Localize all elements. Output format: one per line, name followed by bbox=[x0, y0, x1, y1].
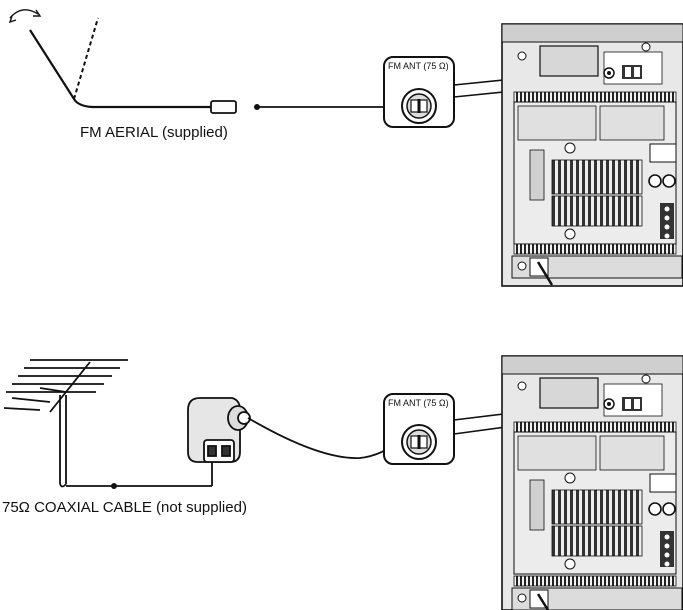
fm-ant-socket-callout bbox=[383, 393, 455, 465]
outdoor-antenna bbox=[3, 359, 128, 488]
fm-ant-socket-label: FM ANT (75 Ω) bbox=[388, 398, 449, 408]
stereo-unit-rear-bottom bbox=[501, 355, 683, 610]
fm-aerial-wire bbox=[8, 9, 212, 109]
coaxial-cable bbox=[247, 417, 403, 459]
stereo-unit-rear-top bbox=[501, 23, 683, 287]
aerial-plug bbox=[210, 100, 237, 114]
fm-aerial-label: FM AERIAL (supplied) bbox=[80, 124, 228, 141]
coaxial-cable-label: 75Ω COAXIAL CABLE (not supplied) bbox=[2, 499, 247, 516]
fm-ant-socket-callout bbox=[383, 56, 455, 128]
fm-ant-socket-label: FM ANT (75 Ω) bbox=[388, 61, 449, 71]
antenna-adapter bbox=[187, 397, 251, 463]
